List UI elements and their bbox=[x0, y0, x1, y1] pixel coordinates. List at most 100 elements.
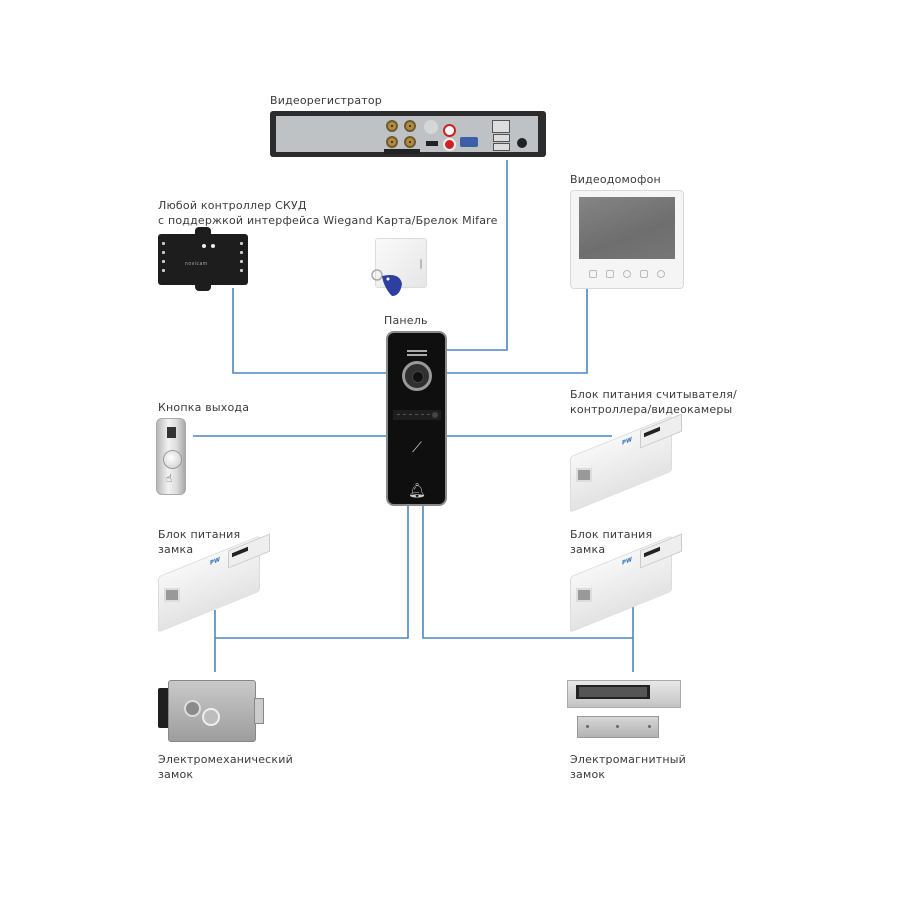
electromechanical-lock-device bbox=[158, 678, 264, 742]
audio-in-icon bbox=[443, 138, 456, 151]
wire-videophone-panel bbox=[447, 288, 588, 374]
camera-lens-icon bbox=[402, 361, 432, 391]
controller-label-line-2: с поддержкой интерфейса Wiegand bbox=[158, 214, 373, 227]
wire-panel-psu-lock-right bbox=[422, 506, 633, 639]
wire-controller-panel bbox=[232, 288, 386, 374]
em-lock-label: Электромеханический замок bbox=[158, 752, 293, 782]
exit-button-device: ☝ bbox=[156, 418, 186, 495]
mount-hole bbox=[616, 725, 619, 728]
settings-button-icon bbox=[657, 270, 665, 278]
key-fob-icon bbox=[371, 269, 402, 296]
dvr-label: Видеорегистратор bbox=[270, 93, 382, 108]
mount-ear bbox=[195, 283, 211, 291]
speaker-grille bbox=[407, 350, 427, 352]
mag-lock-label: Электромагнитный замок bbox=[570, 752, 686, 782]
bnc-connector-icon bbox=[386, 136, 398, 148]
video-in-strip bbox=[384, 149, 420, 154]
controller-label-line-1: Любой контроллер СКУД bbox=[158, 199, 307, 212]
terminal bbox=[240, 260, 243, 263]
psu-reader-label: Блок питания считывателя/ контроллера/ви… bbox=[570, 387, 737, 417]
card-label-line: Карта/Брелок Mifare bbox=[376, 214, 498, 227]
bnc-connector-icon bbox=[386, 120, 398, 132]
controller-label: Любой контроллер СКУД с поддержкой интер… bbox=[158, 198, 373, 228]
psu-reader-device: PW bbox=[570, 413, 682, 513]
key-button-icon bbox=[640, 270, 648, 278]
dc-power-icon bbox=[517, 138, 527, 148]
monitor-screen bbox=[579, 197, 675, 259]
em-lock-label-line-1: Электромеханический bbox=[158, 753, 293, 766]
videophone-label: Видеодомофон bbox=[570, 172, 661, 187]
terminal bbox=[162, 260, 165, 263]
psu-lock-right-device: PW bbox=[570, 533, 682, 633]
psu-lock-right-label-line-2: замка bbox=[570, 543, 606, 556]
audio-out-icon bbox=[443, 124, 456, 137]
panel-label: Панель bbox=[384, 313, 428, 328]
psu-lock-left-device: PW bbox=[158, 533, 270, 633]
indicator-dot bbox=[409, 414, 412, 415]
indicator-dot bbox=[397, 414, 400, 415]
hdmi-port-icon bbox=[426, 141, 438, 146]
led-indicator bbox=[202, 244, 206, 248]
card-label: Карта/Брелок Mifare bbox=[376, 213, 498, 228]
psu-reader-label-line-2: контроллера/видеокамеры bbox=[570, 403, 733, 416]
electromagnetic-lock-device bbox=[567, 680, 683, 742]
terminal bbox=[240, 269, 243, 272]
exit-button-label-line: Кнопка выхода bbox=[158, 401, 250, 414]
terminal bbox=[162, 251, 165, 254]
videophone-label-line: Видеодомофон bbox=[570, 173, 661, 186]
video-intercom-monitor bbox=[570, 190, 684, 289]
usb-port-icon bbox=[493, 134, 510, 142]
psu-lock-left-label-line-2: замка bbox=[158, 543, 194, 556]
mount-ear bbox=[195, 227, 211, 235]
terminal bbox=[162, 242, 165, 245]
bnc-connector-icon bbox=[404, 120, 416, 132]
mount-hole bbox=[586, 725, 589, 728]
ethernet-port-icon bbox=[492, 120, 510, 133]
panel-label-line: Панель bbox=[384, 314, 428, 327]
psu-lock-right-label: Блок питания замка bbox=[570, 527, 652, 557]
magnet-core bbox=[576, 685, 650, 699]
usb-port-icon bbox=[493, 143, 510, 151]
vga-port-icon bbox=[460, 137, 478, 147]
dvr-label-line: Видеорегистратор bbox=[270, 94, 382, 107]
terminal bbox=[240, 242, 243, 245]
psu-lock-left-label: Блок питания замка bbox=[158, 527, 240, 557]
indicator-dot bbox=[403, 414, 406, 415]
push-button bbox=[163, 450, 182, 469]
nfc-reader-icon: ⟋ bbox=[412, 440, 422, 456]
access-controller-device: novicam bbox=[158, 227, 248, 291]
wire-dvr-panel bbox=[447, 160, 508, 351]
call-button-icon bbox=[623, 270, 631, 278]
indicator-dot bbox=[427, 414, 430, 415]
exit-button-label: Кнопка выхода bbox=[158, 400, 249, 415]
card-slot bbox=[420, 259, 422, 269]
hand-icon: ☝ bbox=[166, 472, 173, 485]
bell-icon: 🔔︎ bbox=[408, 483, 426, 499]
terminal bbox=[162, 269, 165, 272]
lock-button-icon bbox=[184, 700, 201, 717]
psu-lock-right-label-line-1: Блок питания bbox=[570, 528, 653, 541]
sensor-icon bbox=[432, 412, 438, 418]
speaker-grille bbox=[407, 354, 427, 356]
reset-button-icon bbox=[424, 120, 438, 134]
magnet-body bbox=[567, 680, 681, 708]
call-panel-device: ⟋ 🔔︎ bbox=[386, 331, 447, 506]
indicator-strip bbox=[393, 410, 441, 420]
armature-plate bbox=[577, 716, 659, 738]
terminal bbox=[240, 251, 243, 254]
lock-side-plate bbox=[158, 688, 170, 728]
dvr-device bbox=[270, 111, 546, 157]
door-icon bbox=[167, 427, 176, 438]
wire-panel-psu-lock-left bbox=[215, 506, 409, 639]
indicator-dot bbox=[421, 414, 424, 415]
psu-port bbox=[164, 588, 180, 602]
psu-port bbox=[576, 588, 592, 602]
mount-hole bbox=[648, 725, 651, 728]
led-indicator bbox=[211, 244, 215, 248]
mag-lock-label-line-1: Электромагнитный bbox=[570, 753, 687, 766]
lock-bolt bbox=[254, 698, 264, 724]
dvr-back-plate bbox=[276, 116, 538, 154]
psu-lock-left-label-line-1: Блок питания bbox=[158, 528, 241, 541]
monitor-button bbox=[589, 270, 597, 278]
controller-brand: novicam bbox=[185, 261, 208, 267]
